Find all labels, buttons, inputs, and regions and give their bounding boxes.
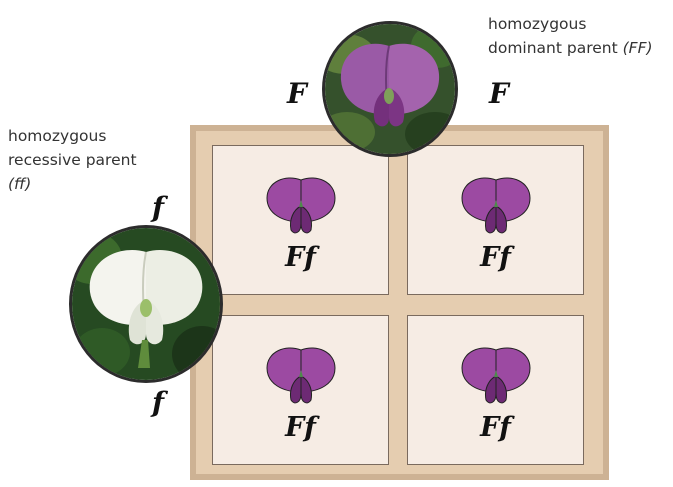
offspring-genotype: Ff — [408, 242, 583, 273]
dominant-label-line2: dominant parent — [488, 39, 618, 57]
offspring-genotype: Ff — [213, 412, 388, 443]
dominant-parent-photo — [322, 21, 458, 157]
recessive-allele-bottom: f — [152, 389, 164, 417]
recessive-genotype: (ff) — [8, 175, 31, 193]
punnett-cell-bottom-right: Ff — [407, 315, 584, 465]
punnett-square: Ff Ff Ff Ff — [190, 125, 609, 480]
punnett-cell-bottom-left: Ff — [212, 315, 389, 465]
purple-flower-icon — [263, 176, 339, 240]
dominant-allele-right: F — [489, 80, 509, 108]
punnett-cell-top-right: Ff — [407, 145, 584, 295]
recessive-parent-label: homozygous recessive parent (ff) — [8, 124, 137, 196]
recessive-parent-photo — [69, 225, 223, 383]
dominant-genotype: (FF) — [623, 39, 653, 57]
dominant-parent-label: homozygous dominant parent (FF) — [488, 12, 653, 60]
dominant-allele-left: F — [287, 80, 307, 108]
dominant-label-line1: homozygous — [488, 12, 653, 36]
purple-flower-photo-icon — [325, 24, 455, 154]
dominant-label-line2-wrap: dominant parent (FF) — [488, 36, 653, 60]
offspring-genotype: Ff — [408, 412, 583, 443]
recessive-label-line1: homozygous — [8, 124, 137, 148]
recessive-label-line2: recessive parent — [8, 148, 137, 172]
recessive-allele-top: f — [152, 194, 164, 222]
white-flower-photo-icon — [72, 228, 220, 380]
purple-flower-icon — [263, 346, 339, 410]
offspring-genotype: Ff — [213, 242, 388, 273]
punnett-cell-top-left: Ff — [212, 145, 389, 295]
purple-flower-icon — [458, 346, 534, 410]
purple-flower-icon — [458, 176, 534, 240]
